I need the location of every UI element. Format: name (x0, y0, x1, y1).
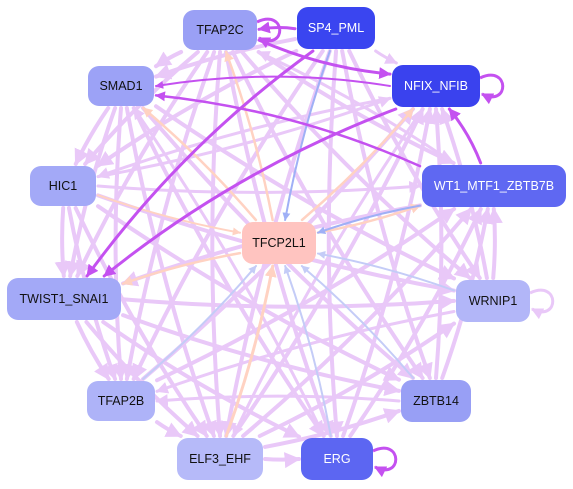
node-label: TFCP2L1 (252, 236, 306, 250)
edge-SP4_PML-to-ERG (326, 49, 344, 438)
node-box (242, 222, 316, 264)
self-loop-TFAP2C (256, 17, 282, 49)
node-label: TFAP2B (98, 394, 145, 408)
node-label: ZBTB14 (413, 394, 459, 408)
node-label: SMAD1 (99, 79, 142, 93)
edge-SMAD1-to-ELF3_EHF (124, 106, 217, 438)
edge-TWIST1_SNAI1-to-WRNIP1 (121, 293, 456, 310)
node-sp4-pml[interactable]: SP4_PML (297, 7, 375, 49)
edge-HIC1-to-TWIST1_SNAI1 (54, 206, 71, 278)
edge-ELF3_EHF-to-WT1_MTF1_ZBTB7B (241, 207, 473, 438)
node-label: SP4_PML (308, 21, 364, 35)
edge-TFCP2L1-to-TFAP2C (224, 50, 274, 222)
edge-WT1_MTF1_ZBTB7B-to-SMAD1 (154, 91, 422, 168)
node-label: HIC1 (49, 179, 78, 193)
node-label: WT1_MTF1_ZBTB7B (434, 179, 554, 193)
edge-NFIX_NFIB-to-TWIST1_SNAI1 (102, 107, 398, 278)
edge-SMAD1-to-HIC1 (73, 106, 111, 166)
edge-SMAD1-to-TFAP2B (111, 106, 128, 381)
edge-SP4_PML-to-HIC1 (96, 49, 299, 168)
node-erg[interactable]: ERG (301, 438, 373, 480)
edge-ELF3_EHF-to-ZBTB14 (263, 408, 401, 449)
edge-ZBTB14-to-TFAP2B (155, 394, 401, 407)
node-label: ERG (323, 452, 350, 466)
edge-TFAP2C-to-TFAP2B (121, 50, 217, 381)
edge-HIC1-to-ELF3_EHF (73, 206, 209, 438)
node-box (297, 7, 375, 49)
node-box (422, 165, 566, 207)
edge-WRNIP1-to-TFAP2B (155, 309, 456, 394)
edge-HIC1-to-WT1_MTF1_ZBTB7B (96, 180, 422, 194)
node-elf3-ehf[interactable]: ELF3_EHF (177, 438, 263, 480)
edge-TFCP2L1-to-TWIST1_SNAI1 (121, 251, 242, 286)
edge-ELF3_EHF-to-TFCP2L1 (224, 264, 277, 438)
node-box (301, 438, 373, 480)
node-nfix-nfib[interactable]: NFIX_NFIB (392, 65, 480, 107)
node-layer: TFAP2C SP4_PML SMAD1 NFIX_NFIB HIC1 WT1_MTF1_… (7, 7, 566, 480)
edge-TFAP2B-to-WT1_MTF1_ZBTB7B (155, 207, 457, 383)
node-tfap2c[interactable]: TFAP2C (183, 10, 257, 50)
edge-HIC1-to-TFCP2L1 (97, 194, 241, 236)
edge-WRNIP1-to-WT1_MTF1_ZBTB7B (486, 207, 503, 280)
edge-SP4_PML-to-TFAP2B (131, 49, 325, 381)
node-label: NFIX_NFIB (404, 79, 468, 93)
edge-SP4_PML-to-TFCP2L1 (282, 50, 331, 221)
edge-ERG-to-WT1_MTF1_ZBTB7B (348, 207, 483, 438)
node-tfap2b[interactable]: TFAP2B (87, 381, 155, 421)
node-box (392, 65, 480, 107)
edge-NFIX_NFIB-to-ELF3_EHF (231, 107, 425, 438)
self-loop-NFIX_NFIB (479, 73, 505, 105)
edge-TFAP2C-to-NFIX_NFIB (257, 38, 392, 80)
edge-SMAD1-to-ERG (131, 106, 326, 438)
edge-ELF3_EHF-to-ERG (263, 452, 301, 469)
node-wrnip1[interactable]: WRNIP1 (456, 280, 530, 322)
edge-WT1_MTF1_ZBTB7B-to-TFCP2L1 (317, 204, 421, 235)
node-label: ELF3_EHF (189, 452, 251, 466)
edge-TWIST1_SNAI1-to-ERG (101, 320, 301, 439)
node-box (7, 278, 121, 320)
edge-TWIST1_SNAI1-to-TFAP2B (74, 320, 111, 381)
edge-HIC1-to-NFIX_NFIB (96, 96, 392, 179)
edge-NFIX_NFIB-to-SMAD1 (155, 75, 391, 89)
edge-SMAD1-to-WRNIP1 (154, 104, 456, 281)
edge-TFCP2L1-to-WT1_MTF1_ZBTB7B (316, 203, 422, 234)
self-loop-WRNIP1 (529, 288, 555, 320)
edge-SP4_PML-to-NFIX_NFIB (374, 49, 398, 65)
node-label: TWIST1_SNAI1 (20, 292, 109, 306)
node-box (30, 166, 96, 206)
edge-TFAP2B-to-ELF3_EHF (155, 420, 183, 438)
edge-ERG-to-SMAD1 (132, 106, 326, 438)
node-box (87, 381, 155, 421)
edge-HIC1-to-ZBTB14 (96, 204, 401, 382)
node-box (183, 10, 257, 50)
edge-TFAP2C-to-ELF3_EHF (210, 50, 227, 438)
edge-TFCP2L1-to-NFIX_NFIB (300, 107, 415, 222)
edge-SP4_PML-to-TFAP2C (257, 21, 297, 34)
node-label: TFAP2C (196, 23, 243, 37)
node-hic1[interactable]: HIC1 (30, 166, 96, 206)
edge-ERG-to-TFCP2L1 (283, 265, 332, 437)
node-twist1-snai1[interactable]: TWIST1_SNAI1 (7, 278, 121, 320)
edge-NFIX_NFIB-to-HIC1 (96, 96, 392, 179)
node-smad1[interactable]: SMAD1 (88, 66, 154, 106)
edge-ZBTB14-to-TFCP2L1 (300, 265, 415, 379)
node-box (88, 66, 154, 106)
edge-WRNIP1-to-TFCP2L1 (317, 250, 455, 292)
node-box (177, 438, 263, 480)
node-tfcp2l1[interactable]: TFCP2L1 (242, 222, 316, 264)
edge-TFAP2B-to-TFCP2L1 (142, 265, 257, 380)
node-box (456, 280, 530, 322)
edge-TFAP2C-to-SMAD1 (154, 50, 184, 69)
edge-TFCP2L1-to-SMAD1 (141, 106, 258, 222)
edge-WT1_MTF1_ZBTB7B-to-NFIX_NFIB (447, 107, 483, 165)
node-zbtb14[interactable]: ZBTB14 (401, 380, 471, 422)
node-wt1-mtf1-zbtb7b[interactable]: WT1_MTF1_ZBTB7B (422, 165, 566, 207)
edge-ELF3_EHF-to-NFIX_NFIB (231, 107, 425, 438)
node-box (401, 380, 471, 422)
edge-ERG-to-NFIX_NFIB (341, 107, 436, 438)
self-loop-ERG (372, 446, 398, 478)
node-label: WRNIP1 (469, 294, 518, 308)
edge-ZBTB14-to-NFIX_NFIB (429, 107, 446, 380)
